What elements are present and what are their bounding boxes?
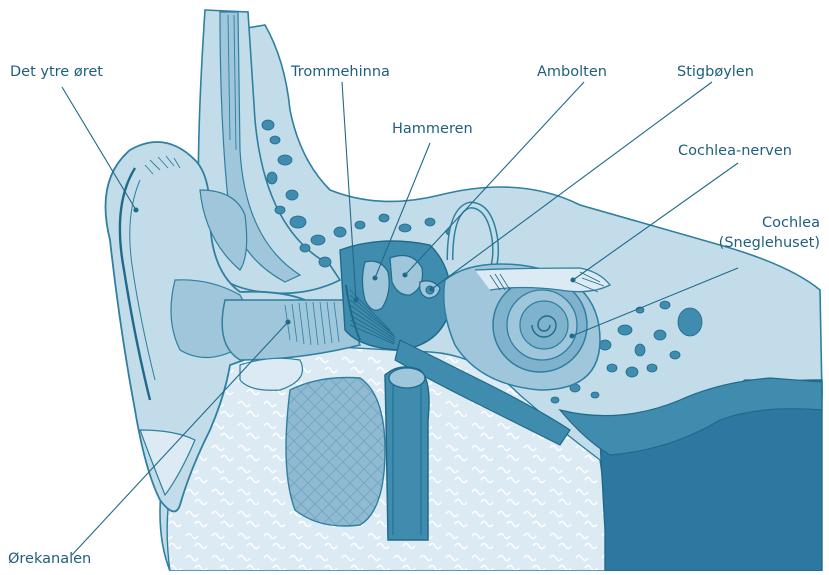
label-ear-canal: Ørekanalen [8,550,91,568]
label-stirrup: Stigbøylen [677,63,754,81]
label-cochlea: Cochlea [762,214,820,232]
label-cochlea-subtitle: (Sneglehuset) [719,234,820,252]
carotid-vessel [385,367,429,540]
fat-tissue [286,378,385,527]
label-eardrum: Trommehinna [291,63,390,81]
label-hammer: Hammeren [392,120,473,138]
label-anvil: Ambolten [537,63,607,81]
label-outer-ear: Det ytre øret [10,63,103,81]
hammer-ossicle [363,261,390,310]
label-cochlear-nerve: Cochlea-nerven [678,142,792,160]
